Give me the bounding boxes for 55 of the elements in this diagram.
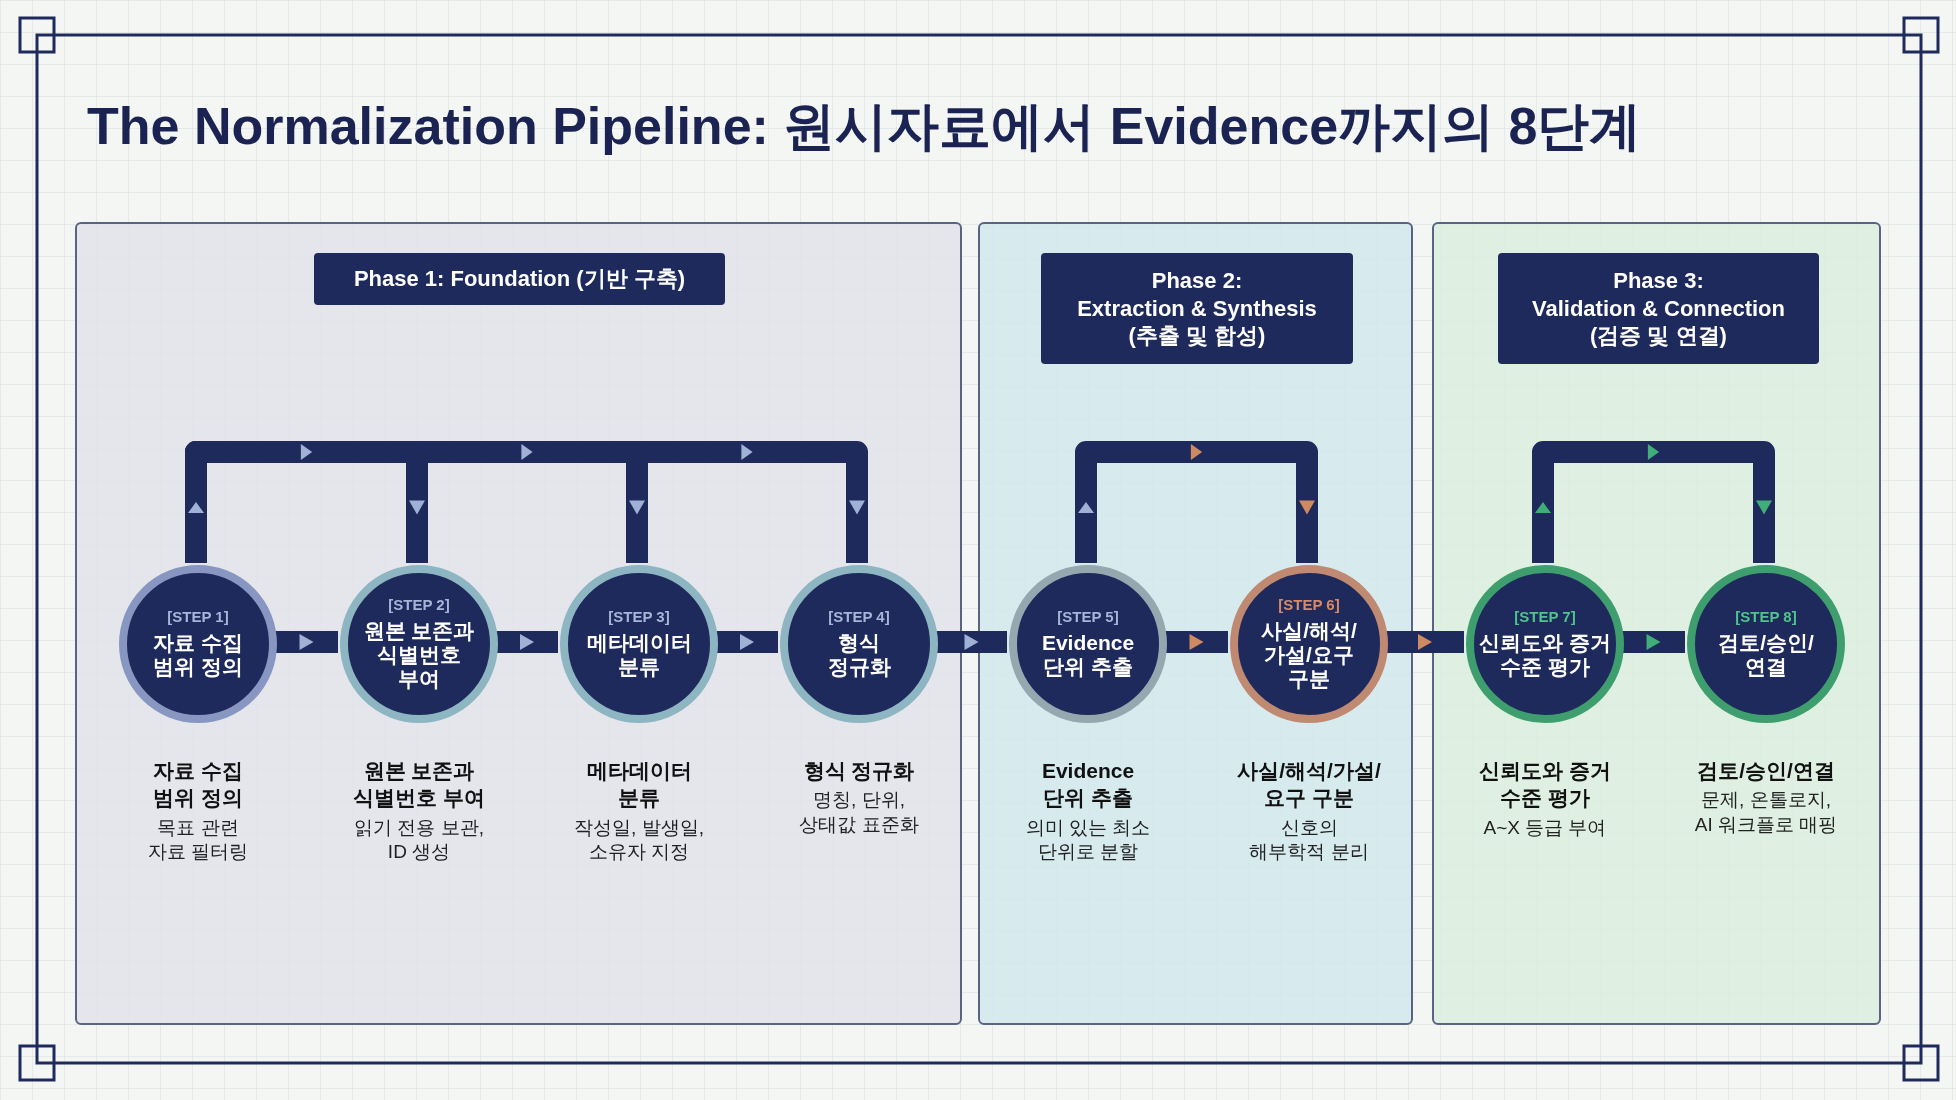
step-description: 문제, 온톨로지, AI 워크플로 매핑 <box>1693 788 1839 837</box>
banner-text: (검증 및 연결) <box>1590 322 1727 350</box>
phase-panel <box>75 222 962 1025</box>
step-label: [STEP 2] <box>388 596 450 616</box>
step-heading: 검토/승인/연결 <box>1696 758 1836 784</box>
phase-panel <box>978 222 1413 1025</box>
banner-text: Validation & Connection <box>1532 294 1785 323</box>
banner-text: Phase 2: <box>1151 267 1243 295</box>
flow-connector <box>716 631 778 653</box>
phase-banner <box>314 253 725 305</box>
banner-text: Phase 3: <box>1613 267 1704 295</box>
step-label: [STEP 3] <box>608 608 670 628</box>
step-description: 읽기 전용 보관, ID 생성 <box>353 815 485 865</box>
step-heading: 형식 정규화 <box>802 758 916 784</box>
step-description: 명칭, 단위, 상태값 표준화 <box>798 788 920 837</box>
step-heading: 자료 수집 범위 정의 <box>152 758 244 812</box>
step-title: 메타데이터 분류 <box>585 631 693 680</box>
banner-text: Phase 1: Foundation (기반 구축) <box>353 265 686 293</box>
step-title: 신뢰도와 증거 수준 평가 <box>1478 631 1612 680</box>
step-description: 신호의 해부학적 분리 <box>1248 815 1370 865</box>
step-description: 목표 관련 자료 필터링 <box>146 815 250 865</box>
flow-connector <box>496 631 558 653</box>
step-heading: 신뢰도와 증거 수준 평가 <box>1478 758 1612 812</box>
phase-banner <box>1498 253 1819 364</box>
flow-connector <box>936 631 1007 653</box>
flow-connector <box>275 631 338 653</box>
flow-connector <box>1532 441 1775 563</box>
step-title: Evidence 단위 추출 <box>1040 631 1136 680</box>
step-heading: 메타데이터 분류 <box>585 758 693 812</box>
flow-connector <box>1622 631 1685 653</box>
step-heading: 사실/해석/가설/요구 구분 <box>1236 758 1382 812</box>
phase-banner <box>1041 253 1353 364</box>
flow-connector <box>185 441 868 563</box>
step-label: [STEP 5] <box>1057 608 1119 628</box>
step-description: A~X 등급 부여 <box>1482 815 1608 840</box>
step-label: [STEP 6] <box>1278 596 1340 616</box>
phase-panel <box>1432 222 1881 1025</box>
step-heading: 원본 보존과 식별번호 부여 <box>352 758 486 812</box>
flow-connector <box>1165 631 1228 653</box>
banner-text: (추출 및 합성) <box>1128 322 1266 350</box>
step-title: 원본 보존과 식별번호 부여 <box>362 619 476 692</box>
step-heading: Evidence 단위 추출 <box>1040 758 1136 812</box>
step-title: 자료 수집 범위 정의 <box>152 631 244 680</box>
step-label: [STEP 7] <box>1514 608 1576 628</box>
step-title: 사실/해석/가설/요구 구분 <box>1260 619 1358 692</box>
flow-connector <box>1386 631 1464 653</box>
step-description: 의미 있는 최소 단위로 분할 <box>1024 815 1152 865</box>
step-title: 검토/승인/연결 <box>1717 631 1815 680</box>
step-label: [STEP 8] <box>1735 608 1797 628</box>
banner-text: Extraction & Synthesis <box>1077 294 1317 323</box>
step-description: 작성일, 발생일, 소유자 지정 <box>573 815 705 865</box>
step-label: [STEP 1] <box>167 608 229 628</box>
flow-connector <box>1075 441 1318 563</box>
step-label: [STEP 4] <box>828 608 890 628</box>
step-title: 형식 정규화 <box>826 631 892 680</box>
